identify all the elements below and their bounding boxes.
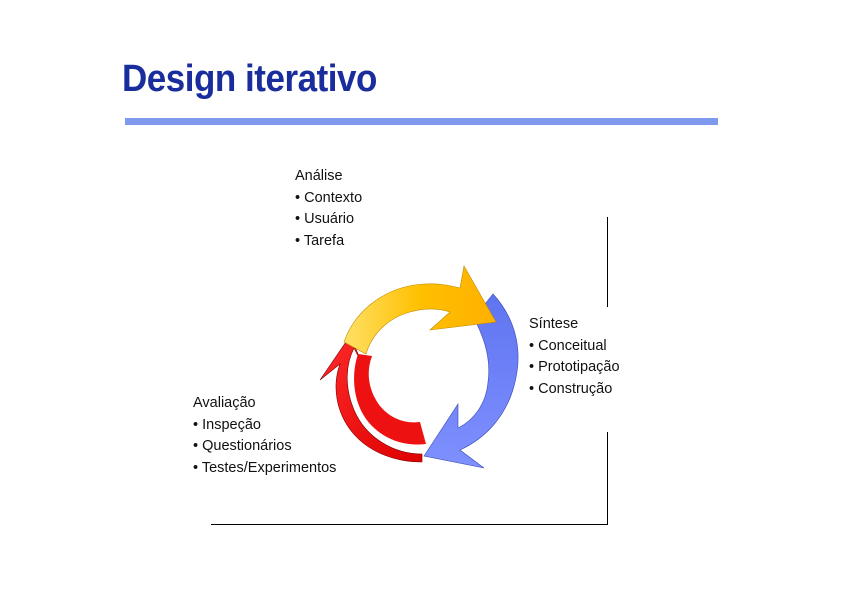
connector-line-horizontal — [211, 524, 608, 525]
red-cycle-arrow — [319, 335, 423, 463]
sintese-item-construcao: • Construção — [529, 380, 613, 397]
connector-line-top — [607, 217, 608, 307]
avaliacao-block: Avaliação • Inspeção • Questionários • T… — [193, 393, 336, 479]
sintese-item-prototipacao: • Prototipação — [529, 359, 620, 375]
analise-item-contexto: • Contexto — [295, 189, 363, 206]
connector-line-bottom — [607, 432, 608, 525]
sintese-block: Síntese • Conceitual • Prototipação • Co… — [529, 314, 620, 400]
analise-item-tarefa: • Tarefa — [295, 232, 345, 249]
analise-heading: Análise — [295, 168, 343, 184]
avaliacao-item-inspecao: • Inspeção — [193, 416, 261, 433]
avaliacao-heading: Avaliação — [193, 395, 256, 411]
yellow-cycle-arrow — [343, 265, 497, 355]
iteration-cycle-diagram — [319, 265, 519, 469]
avaliacao-item-testes: • Testes/Experimentos — [193, 459, 337, 476]
analise-item-usuario: • Usuário — [295, 211, 355, 227]
avaliacao-item-questionarios: • Questionários — [193, 438, 292, 454]
analise-block: Análise • Contexto • Usuário • Tarefa — [295, 166, 362, 252]
blue-cycle-arrow — [423, 293, 519, 469]
red-cycle-arrow-body — [354, 354, 426, 445]
page-title: Design iterativo — [122, 58, 377, 100]
sintese-heading: Síntese — [529, 316, 579, 332]
title-underline — [125, 118, 718, 125]
sintese-item-conceitual: • Conceitual — [529, 337, 607, 354]
